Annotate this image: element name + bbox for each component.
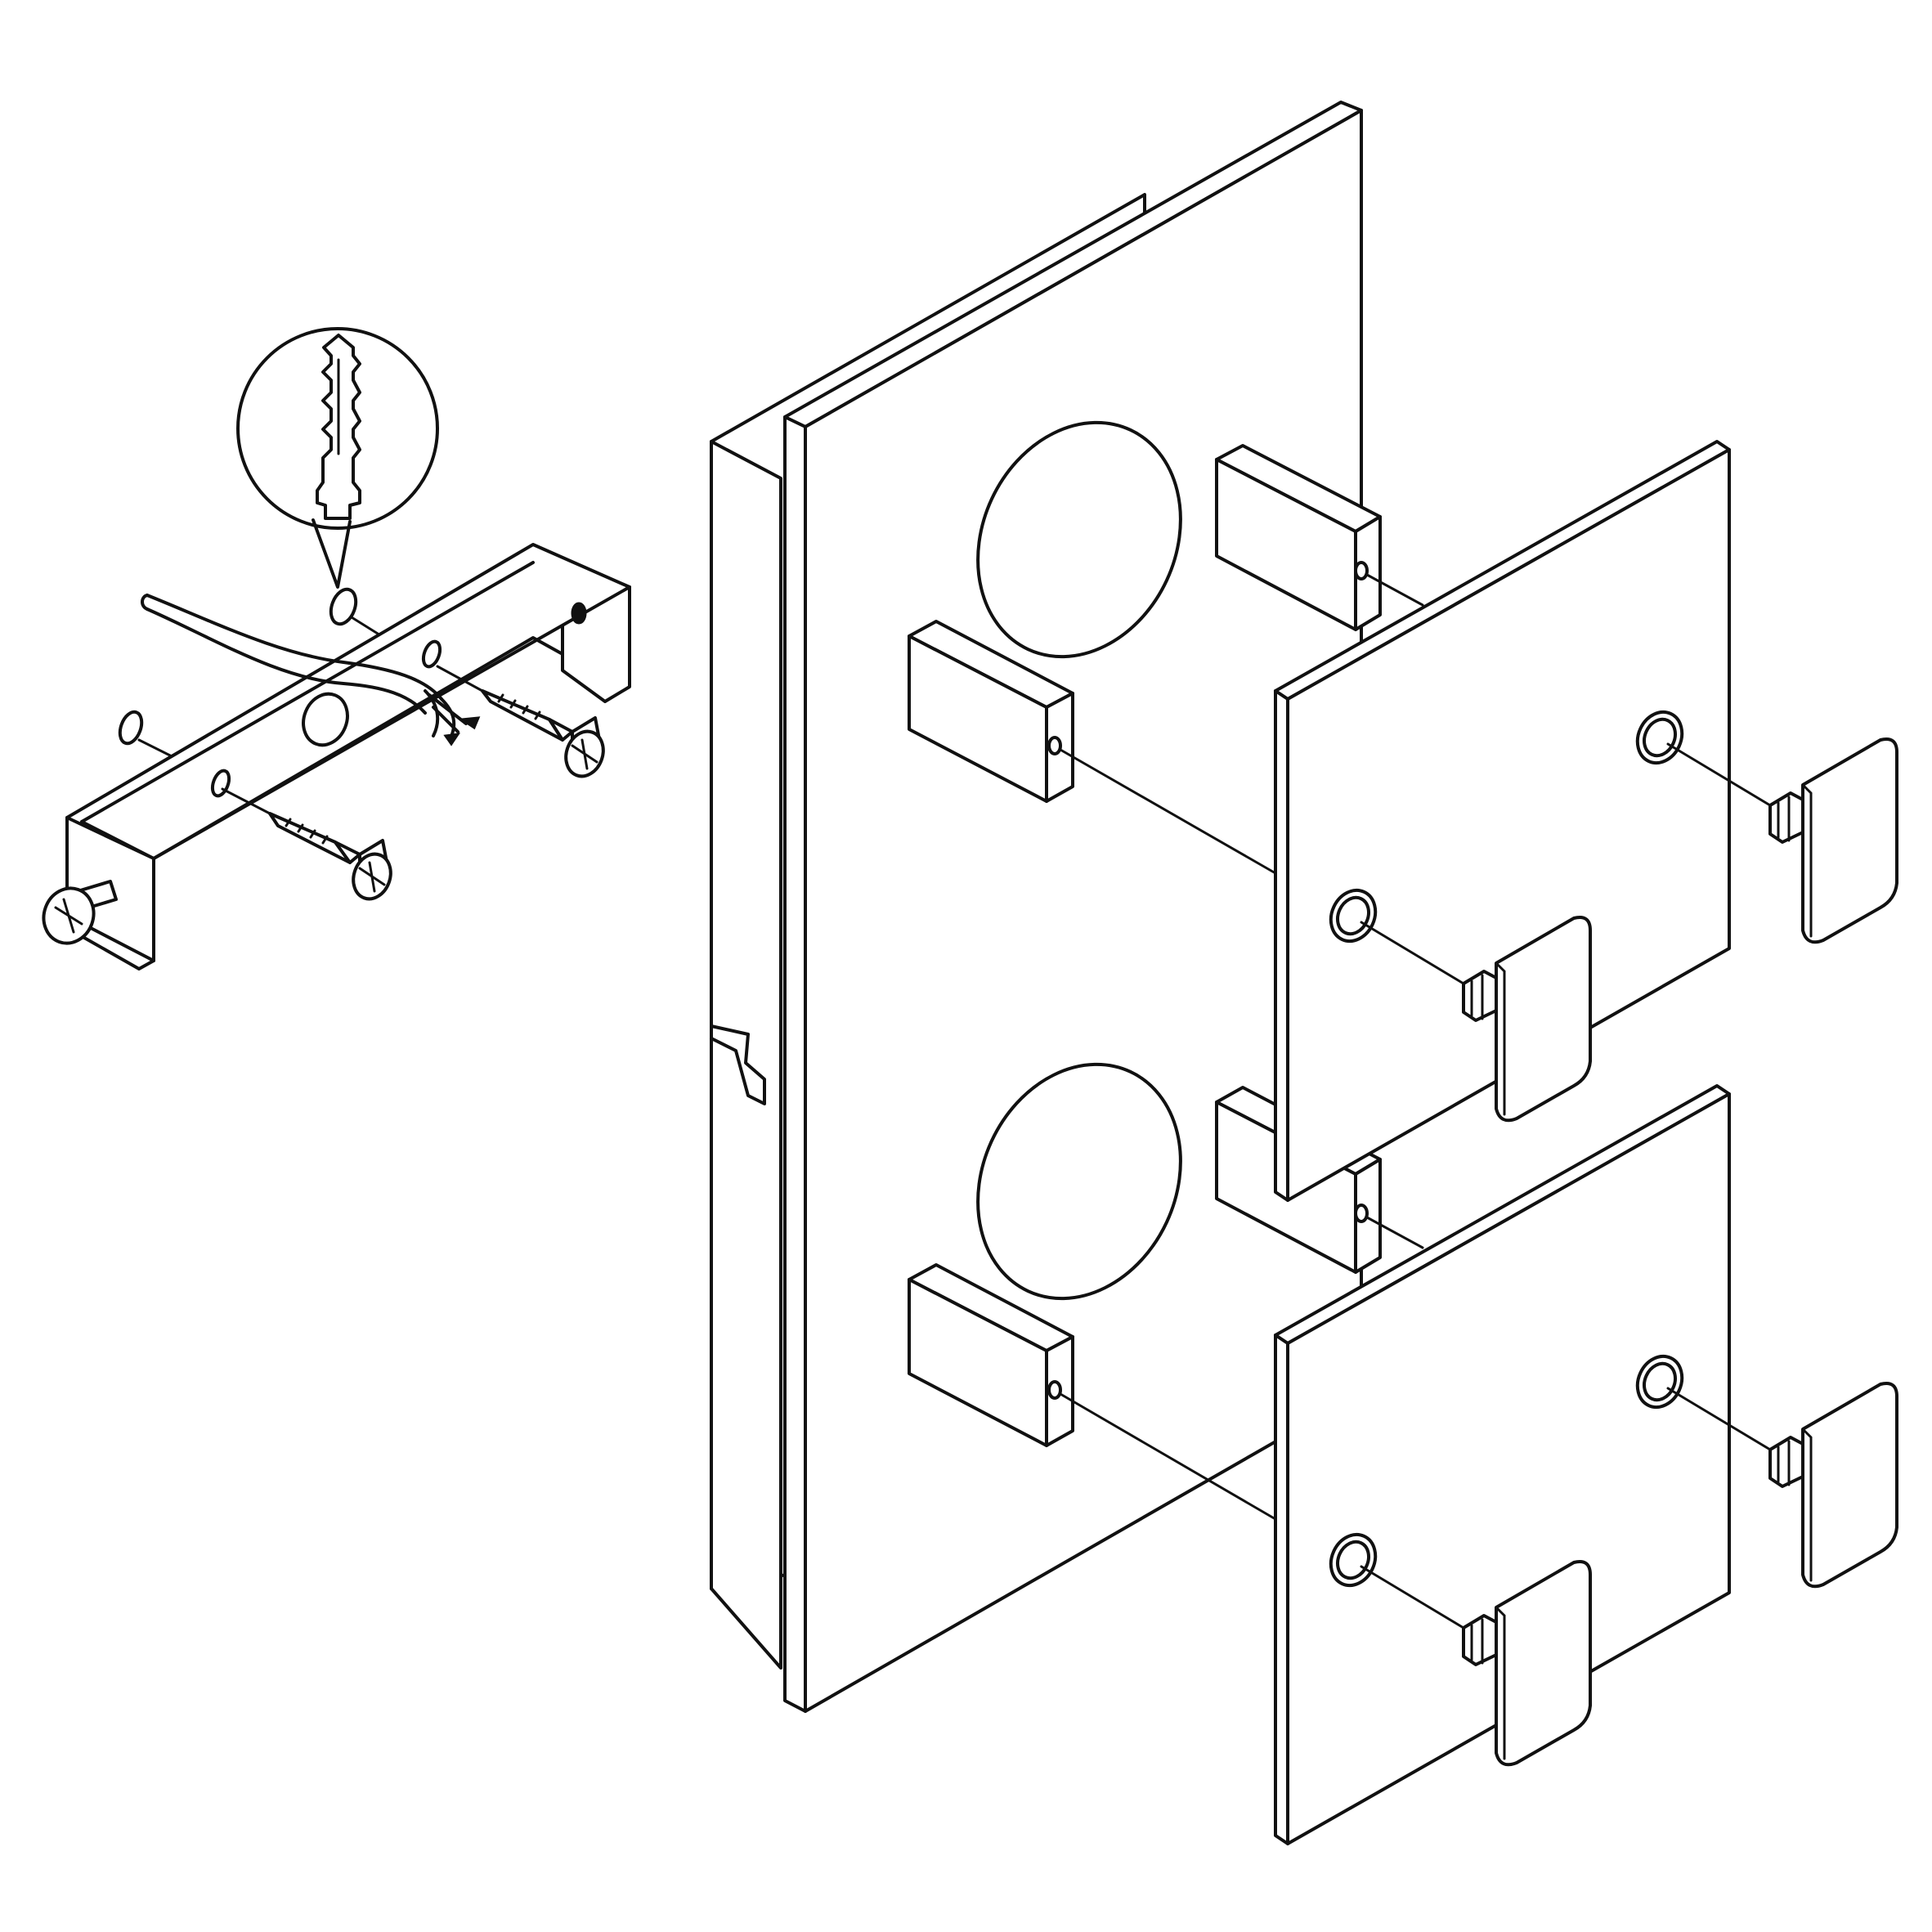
plug-hole-icon	[329, 587, 358, 626]
cap-screw-icon	[1360, 916, 1592, 1123]
angle-bracket-icon	[65, 543, 631, 970]
cap-screw-icon	[1666, 1382, 1898, 1589]
cap-screw-icon	[1360, 1560, 1592, 1767]
countersunk-screw-icon	[436, 665, 605, 778]
spacer-block-icon	[1215, 444, 1424, 631]
countersunk-screw-icon	[221, 787, 392, 901]
wall-plug-callout-icon	[236, 327, 439, 589]
spacer-block-icon	[908, 1263, 1277, 1521]
spacer-block-icon	[908, 620, 1277, 875]
pan-head-screw-icon	[42, 880, 118, 945]
cap-screw-icon	[1666, 737, 1898, 944]
square-panel-icon	[1274, 440, 1731, 1202]
square-panel-icon	[1274, 1084, 1731, 1845]
mounting-plate-icon	[710, 101, 1363, 1713]
wall-bracket-group	[42, 327, 631, 970]
power-cable-icon	[141, 594, 481, 746]
